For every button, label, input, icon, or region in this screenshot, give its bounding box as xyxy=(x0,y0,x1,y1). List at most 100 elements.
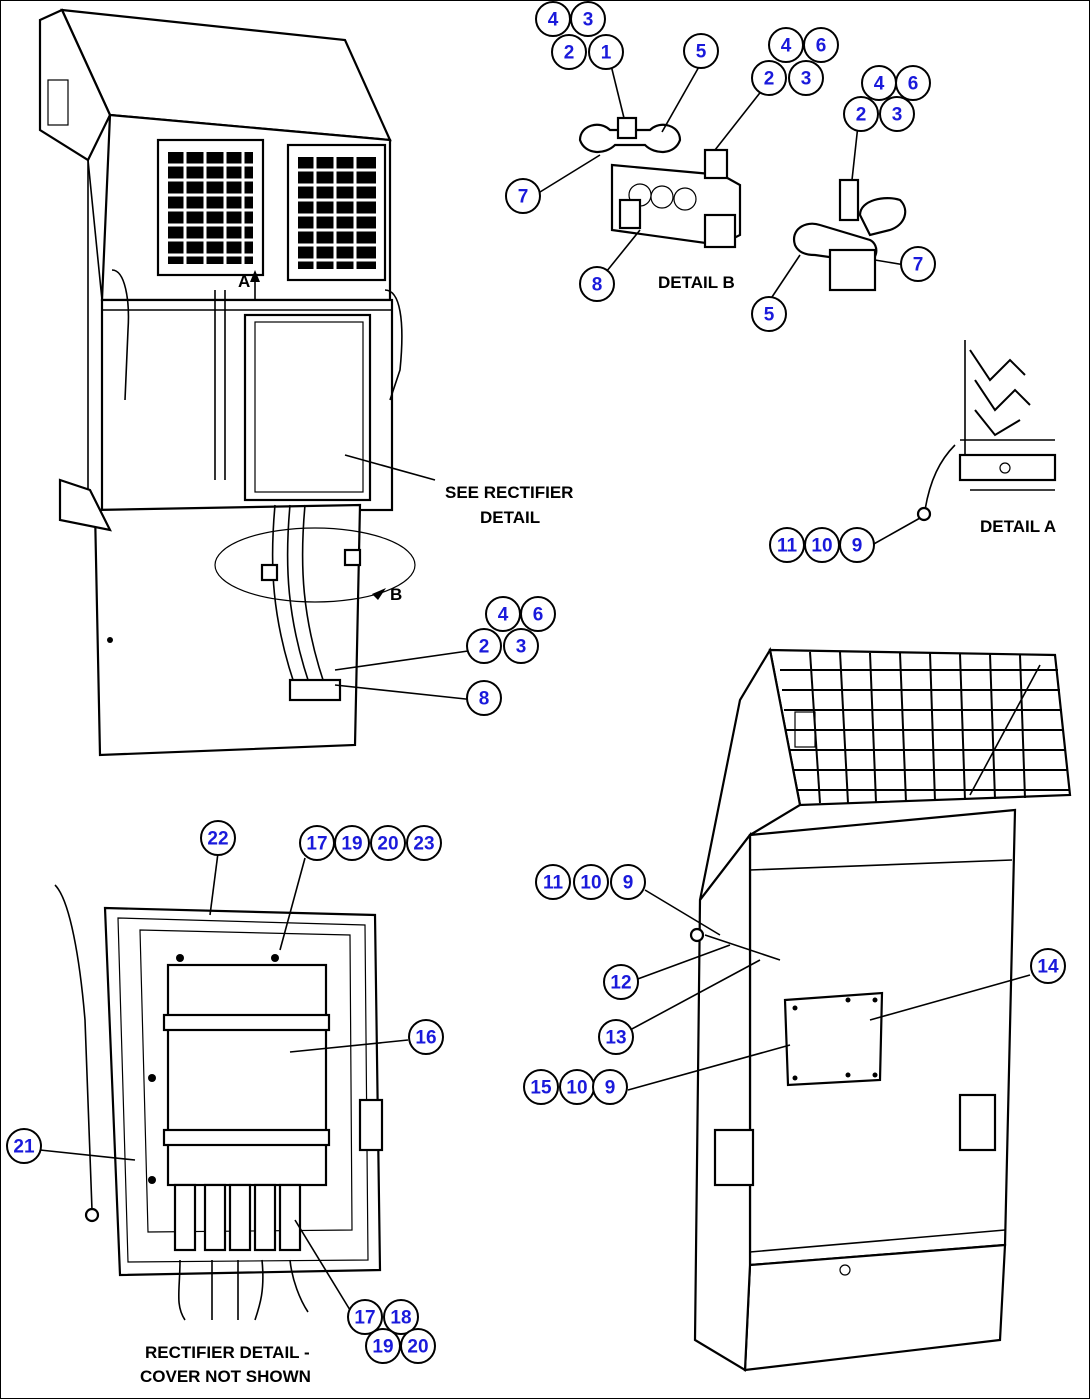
callout-balloon-m-3: 3 xyxy=(503,628,539,664)
callout-number: 6 xyxy=(908,74,919,95)
callout-number: 9 xyxy=(852,536,863,557)
callout-balloon-c-10: 10 xyxy=(573,864,609,900)
terminal-row xyxy=(173,1183,302,1252)
callout-balloon-c-13: 13 xyxy=(598,1019,634,1055)
callout-balloon-c-10b: 10 xyxy=(559,1069,595,1105)
callout-balloon-r2-17: 17 xyxy=(347,1299,383,1335)
callout-balloon-r-17: 17 xyxy=(299,825,335,861)
callout-number: 21 xyxy=(13,1137,35,1158)
callout-number: 19 xyxy=(372,1337,393,1358)
callout-number: 11 xyxy=(543,873,564,894)
callout-number: 10 xyxy=(566,1078,587,1099)
callout-balloon-r2-20: 20 xyxy=(400,1328,436,1364)
callout-number: 10 xyxy=(580,873,601,894)
callout-balloon-db-5: 5 xyxy=(683,33,719,69)
detail-b-assembly xyxy=(539,52,771,283)
detail-a-label: DETAIL A xyxy=(980,517,1056,536)
callout-number: 2 xyxy=(764,69,775,90)
callout-balloon-r-16: 16 xyxy=(408,1019,444,1055)
callout-balloon-r-22: 22 xyxy=(200,820,236,856)
callout-balloon-c-14: 14 xyxy=(1030,948,1066,984)
callout-number: 7 xyxy=(518,187,529,208)
callout-number: 18 xyxy=(390,1308,411,1329)
callout-balloon-db2-6: 6 xyxy=(803,27,839,63)
callout-number: 2 xyxy=(856,105,867,126)
callout-balloon-db-3: 3 xyxy=(570,1,606,37)
callout-number: 3 xyxy=(892,105,903,126)
callout-balloon-db-2: 2 xyxy=(551,34,587,70)
callout-balloon-c-9: 9 xyxy=(610,864,646,900)
callout-number: 4 xyxy=(874,74,885,95)
see-rectifier-label: SEE RECTIFIER xyxy=(445,483,573,502)
callout-number: 7 xyxy=(913,255,924,276)
callout-balloon-db-7: 7 xyxy=(505,178,541,214)
callout-number: 16 xyxy=(415,1028,436,1049)
rectifier-detail xyxy=(39,852,409,1321)
callout-number: 4 xyxy=(498,605,509,626)
callout-number: 3 xyxy=(516,637,527,658)
callout-number: 8 xyxy=(592,275,603,296)
callout-balloon-db-1: 1 xyxy=(588,34,624,70)
left-grille xyxy=(156,138,265,277)
main-enclosure-assembly xyxy=(38,8,476,757)
callout-balloon-dc-5: 5 xyxy=(751,296,787,332)
callout-balloon-db2-3: 3 xyxy=(788,60,824,96)
callout-number: 12 xyxy=(610,973,631,994)
callout-balloon-c-9b: 9 xyxy=(592,1069,628,1105)
callout-number: 14 xyxy=(1037,957,1059,978)
rectifier-detail-label-2: COVER NOT SHOWN xyxy=(140,1367,311,1386)
callout-number: 3 xyxy=(801,69,812,90)
callout-number: 10 xyxy=(811,536,832,557)
callout-balloon-da-9: 9 xyxy=(839,527,875,563)
callout-number: 2 xyxy=(564,43,575,64)
callout-number: 3 xyxy=(583,10,594,31)
callout-number: 5 xyxy=(696,42,707,63)
callout-balloon-r-21: 21 xyxy=(6,1128,42,1164)
callout-balloon-m-4: 4 xyxy=(485,596,521,632)
view-b-label: B xyxy=(390,585,402,604)
callout-balloon-db-4: 4 xyxy=(535,1,571,37)
callout-balloon-m-6: 6 xyxy=(520,596,556,632)
callout-balloon-da-11: 11 xyxy=(769,527,805,563)
callout-balloon-db2-4: 4 xyxy=(768,27,804,63)
detail-b-label: DETAIL B xyxy=(658,273,735,292)
callout-number: 9 xyxy=(623,873,634,894)
callout-balloon-dc-7: 7 xyxy=(900,246,936,282)
callout-balloon-c-11: 11 xyxy=(535,864,571,900)
callout-number: 22 xyxy=(207,829,228,850)
callout-number: 20 xyxy=(377,834,398,855)
callout-balloon-c-15: 15 xyxy=(523,1069,559,1105)
callout-number: 2 xyxy=(479,637,490,658)
callout-number: 4 xyxy=(548,10,559,31)
see-rectifier-label-2: DETAIL xyxy=(480,508,540,527)
callout-number: 6 xyxy=(816,36,827,57)
covered-enclosure xyxy=(627,646,1072,1372)
callout-number: 13 xyxy=(605,1028,626,1049)
callout-balloon-dc-3: 3 xyxy=(879,96,915,132)
callout-balloon-m-2: 2 xyxy=(466,628,502,664)
callout-balloon-r2-19: 19 xyxy=(365,1328,401,1364)
callout-number: 4 xyxy=(781,36,792,57)
callout-number: 17 xyxy=(306,834,327,855)
callout-balloon-dc-6: 6 xyxy=(895,65,931,101)
callout-balloon-r-19: 19 xyxy=(334,825,370,861)
callout-number: 8 xyxy=(479,689,490,710)
callout-balloon-db-8: 8 xyxy=(579,266,615,302)
callout-number: 23 xyxy=(413,834,434,855)
callout-balloon-dc-4: 4 xyxy=(861,65,897,101)
callout-number: 1 xyxy=(601,43,612,64)
right-grille xyxy=(286,143,387,282)
callout-number: 15 xyxy=(530,1078,552,1099)
callout-number: 19 xyxy=(341,834,362,855)
callout-balloon-r-20: 20 xyxy=(370,825,406,861)
rectifier-detail-label: RECTIFIER DETAIL - xyxy=(145,1343,310,1362)
callout-number: 17 xyxy=(354,1308,375,1329)
detail-b-clamp xyxy=(769,124,907,301)
callout-balloon-r2-18: 18 xyxy=(383,1299,419,1335)
callout-balloon-c-12: 12 xyxy=(603,964,639,1000)
callout-balloon-r-23: 23 xyxy=(406,825,442,861)
callout-balloon-da-10: 10 xyxy=(804,527,840,563)
callout-number: 11 xyxy=(777,536,798,557)
callout-balloon-m-8: 8 xyxy=(466,680,502,716)
